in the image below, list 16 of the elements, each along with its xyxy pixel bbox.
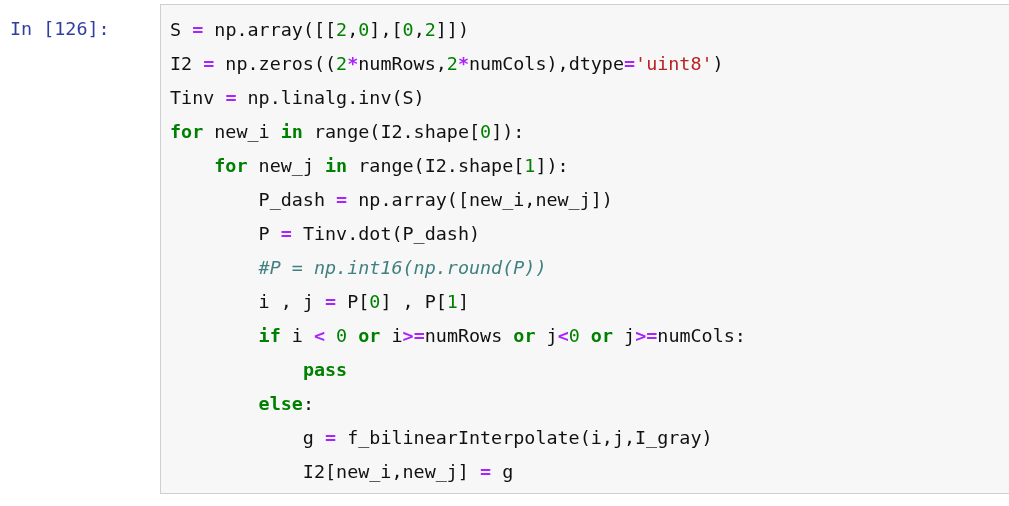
- code-line: I2 = np.zeros((2*numRows,2*numCols),dtype='uint8'): [170, 52, 724, 76]
- cell-prompt: In [126]:: [10, 17, 110, 41]
- code-line: P_dash = np.array([new_i,new_j]): [257, 188, 613, 212]
- code-line: #P = np.int16(np.round(P)): [257, 256, 547, 280]
- code-line: P = Tinv.dot(P_dash): [257, 222, 481, 246]
- code-line: g = f_bilinearInterpolate(i,j,I_gray): [301, 426, 713, 450]
- code-line: else:: [257, 392, 314, 416]
- code-line: S = np.array([[2,0],[0,2]]): [170, 18, 469, 42]
- code-line: for new_j in range(I2.shape[1]):: [213, 154, 569, 178]
- code-cell: [160, 4, 1009, 494]
- code-line: pass: [301, 358, 348, 382]
- code-line: Tinv = np.linalg.inv(S): [170, 86, 425, 110]
- code-line: if i < 0 or i>=numRows or j<0 or j>=numCols:: [257, 324, 746, 348]
- code-line: I2[new_i,new_j] = g: [301, 460, 514, 484]
- code-line: i , j = P[0] , P[1]: [257, 290, 469, 314]
- code-line: for new_i in range(I2.shape[0]):: [170, 120, 525, 144]
